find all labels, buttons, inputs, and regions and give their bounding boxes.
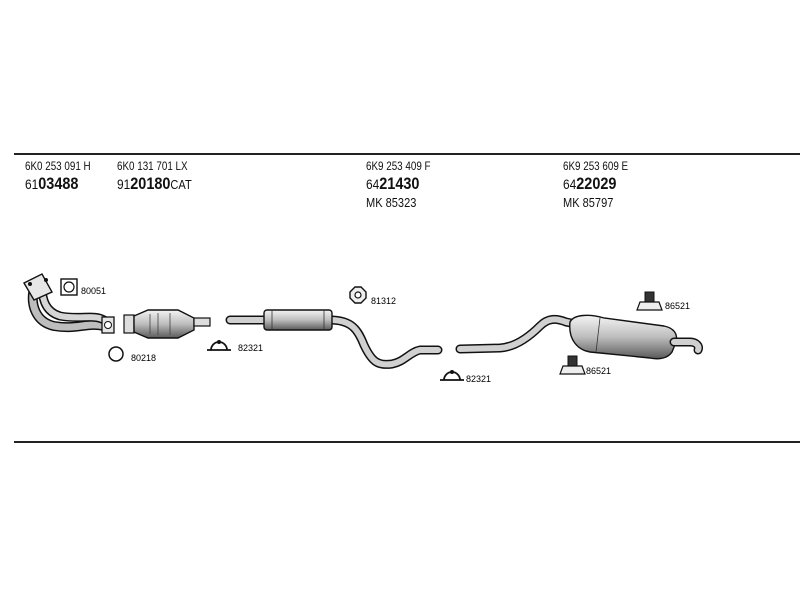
rubber-hanger-icon [636, 291, 663, 311]
part-header-catalyst: 6K0 131 701 LX 9120180CAT [117, 160, 205, 193]
part-number-main: 21430 [379, 174, 420, 193]
pipe-clamp-icon [440, 370, 464, 381]
part-label-86521-bottom: 86521 [586, 366, 611, 376]
mk-number: MK 85797 [563, 195, 614, 210]
part-label-86521-top: 86521 [665, 301, 690, 311]
top-divider [14, 153, 800, 155]
middle-silencer [225, 309, 443, 369]
part-header-middle-silencer: 6K9 253 409 F 6421430 MK 85323 [366, 160, 445, 209]
oe-number: 6K9 253 409 F [366, 159, 431, 173]
part-number-prefix: 61 [25, 176, 39, 192]
part-number: 9120180CAT [117, 175, 192, 193]
mk-number: MK 85323 [366, 195, 417, 210]
part-label-82321: 82321 [238, 343, 263, 353]
gasket-ring-icon [108, 346, 124, 362]
part-label-80051: 80051 [81, 286, 106, 296]
part-number-main: 20180 [130, 174, 171, 193]
part-number-suffix: CAT [170, 177, 192, 192]
rear-silencer [455, 314, 703, 360]
part-number: 6422029 [563, 175, 630, 193]
part-number-main: 03488 [38, 174, 79, 193]
part-number-prefix: 91 [117, 176, 131, 192]
part-label-80218: 80218 [131, 353, 156, 363]
oe-number: 6K0 131 701 LX [117, 159, 188, 173]
rubber-mount-icon [349, 286, 367, 304]
catalytic-converter [123, 309, 211, 339]
oe-number: 6K9 253 609 E [563, 159, 629, 173]
pipe-clamp-icon [207, 340, 231, 351]
part-header-rear-silencer: 6K9 253 609 E 6422029 MK 85797 [563, 160, 642, 209]
part-label-81312: 81312 [371, 296, 396, 306]
part-header-front-pipe: 6K0 253 091 H 6103488 [25, 160, 105, 193]
part-number-prefix: 64 [366, 176, 380, 192]
part-number-prefix: 64 [563, 176, 577, 192]
part-label-82321-rear: 82321 [466, 374, 491, 384]
part-number: 6103488 [25, 175, 93, 193]
flange-gasket [60, 278, 78, 296]
part-number-main: 22029 [576, 174, 617, 193]
part-number: 6421430 [366, 175, 433, 193]
front-pipe [23, 273, 115, 334]
oe-number: 6K0 253 091 H [25, 159, 91, 173]
rubber-hanger-icon [559, 355, 586, 375]
bottom-divider [14, 441, 800, 443]
